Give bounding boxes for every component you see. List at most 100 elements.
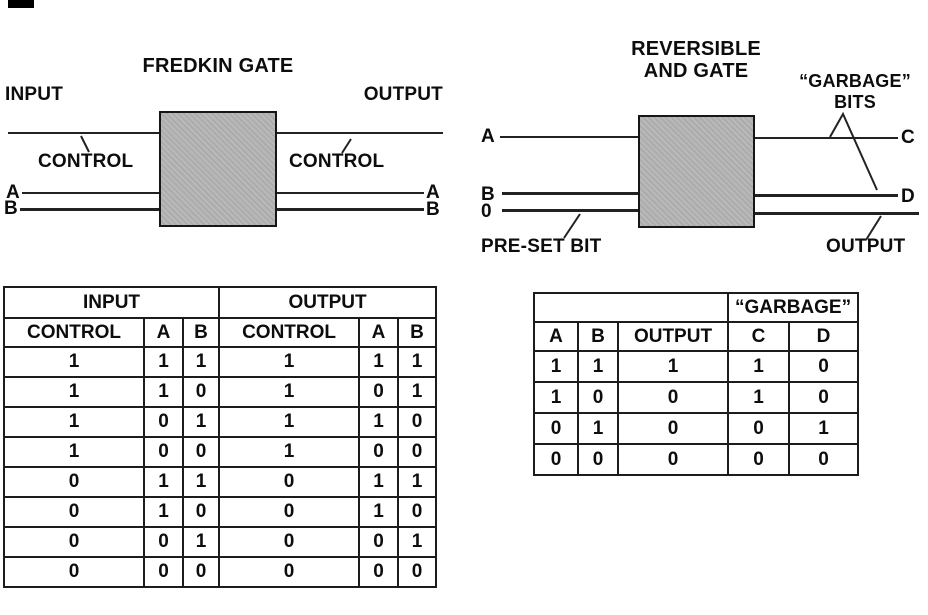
and-c-label: C [901,127,915,148]
col-header: B [577,321,619,352]
table-cell: 0 [218,496,361,528]
table-cell: 1 [218,406,361,438]
table-cell: 0 [3,466,145,498]
table-cell: 1 [181,526,221,558]
and-a-wire [500,136,638,138]
control-right-label: CONTROL [289,151,385,172]
output-group-header: OUTPUT [218,286,438,319]
a-input-label: A [6,182,20,203]
fredkin-table-head: INPUT OUTPUT CONTROL A B CONTROL A B [2,286,438,348]
table-cell: 1 [181,466,221,498]
and-zero-label: 0 [481,201,492,222]
b-input-label: B [4,198,18,219]
col-header: D [788,321,860,352]
and-b-label: B [481,184,495,205]
col-header: B [397,317,438,348]
table-cell: 0 [616,443,730,476]
table-cell: 1 [358,466,400,498]
table-cell: 1 [143,376,184,408]
table-cell: 1 [358,406,400,438]
table-cell: 0 [143,526,184,558]
table-cell: 0 [3,556,145,588]
a-output-label: A [426,182,440,203]
col-header: C [727,321,791,352]
table-cell: 0 [181,556,221,588]
table-cell: 0 [358,556,400,588]
table-cell: 0 [397,496,438,528]
column-header-row: A B OUTPUT C D [533,321,860,352]
table-cell: 0 [577,381,619,414]
table-cell: 1 [218,376,361,408]
table-cell: 1 [533,381,579,414]
table-cell: 1 [727,350,791,383]
table-cell: 0 [397,556,438,588]
table-cell: 0 [143,406,184,438]
table-cell: 1 [143,346,184,378]
table-cell: 1 [788,412,860,445]
table-cell: 1 [218,346,361,378]
table-cell: 0 [3,496,145,528]
group-header-row: “GARBAGE” [532,292,860,323]
table-cell: 0 [218,466,361,498]
table-cell: 0 [143,436,184,468]
and-gate-title-line1: REVERSIBLE [631,38,761,60]
and-output-wire [755,212,919,215]
table-cell: 1 [3,436,145,468]
table-cell: 1 [397,346,438,378]
and-c-wire [755,137,898,139]
table-cell: 1 [397,526,438,558]
garbage-bits-line2: BITS [834,92,876,112]
table-cell: 1 [3,346,145,378]
table-cell: 1 [358,346,400,378]
table-cell: 1 [358,496,400,528]
and-output-label: OUTPUT [826,236,906,257]
garbage-group-header: “GARBAGE” [727,292,860,323]
and-gate-title: REVERSIBLE AND GATE [618,38,774,82]
col-header: A [358,317,400,348]
col-header: B [181,317,221,348]
table-cell: 0 [397,406,438,438]
column-header-row: CONTROL A B CONTROL A B [3,317,438,348]
fredkin-output-label: OUTPUT [363,84,443,105]
table-cell: 0 [788,443,860,476]
col-header: CONTROL [218,317,361,348]
group-header-row: INPUT OUTPUT [2,286,438,319]
table-cell: 0 [181,376,221,408]
table-cell: 0 [181,496,221,528]
control-left-label: CONTROL [38,151,134,172]
table-cell: 1 [577,412,619,445]
garbage-bits-label: “GARBAGE” BITS [788,71,922,113]
table-cell: 1 [397,376,438,408]
and-d-label: D [901,186,915,207]
table-cell: 1 [397,466,438,498]
and-zero-wire [502,209,638,212]
and-a-label: A [481,126,495,147]
table-cell: 1 [143,496,184,528]
preset-bit-label: PRE-SET BIT [481,236,602,257]
table-cell: 0 [397,436,438,468]
table-cell: 1 [727,381,791,414]
table-cell: 0 [788,381,860,414]
table-cell: 0 [533,443,579,476]
fredkin-input-label: INPUT [5,84,63,105]
table-cell: 0 [616,381,730,414]
table-cell: 1 [181,406,221,438]
table-cell: 0 [143,556,184,588]
scan-artifact [8,0,34,8]
input-group-header: INPUT [2,286,221,319]
col-header: OUTPUT [616,321,730,352]
